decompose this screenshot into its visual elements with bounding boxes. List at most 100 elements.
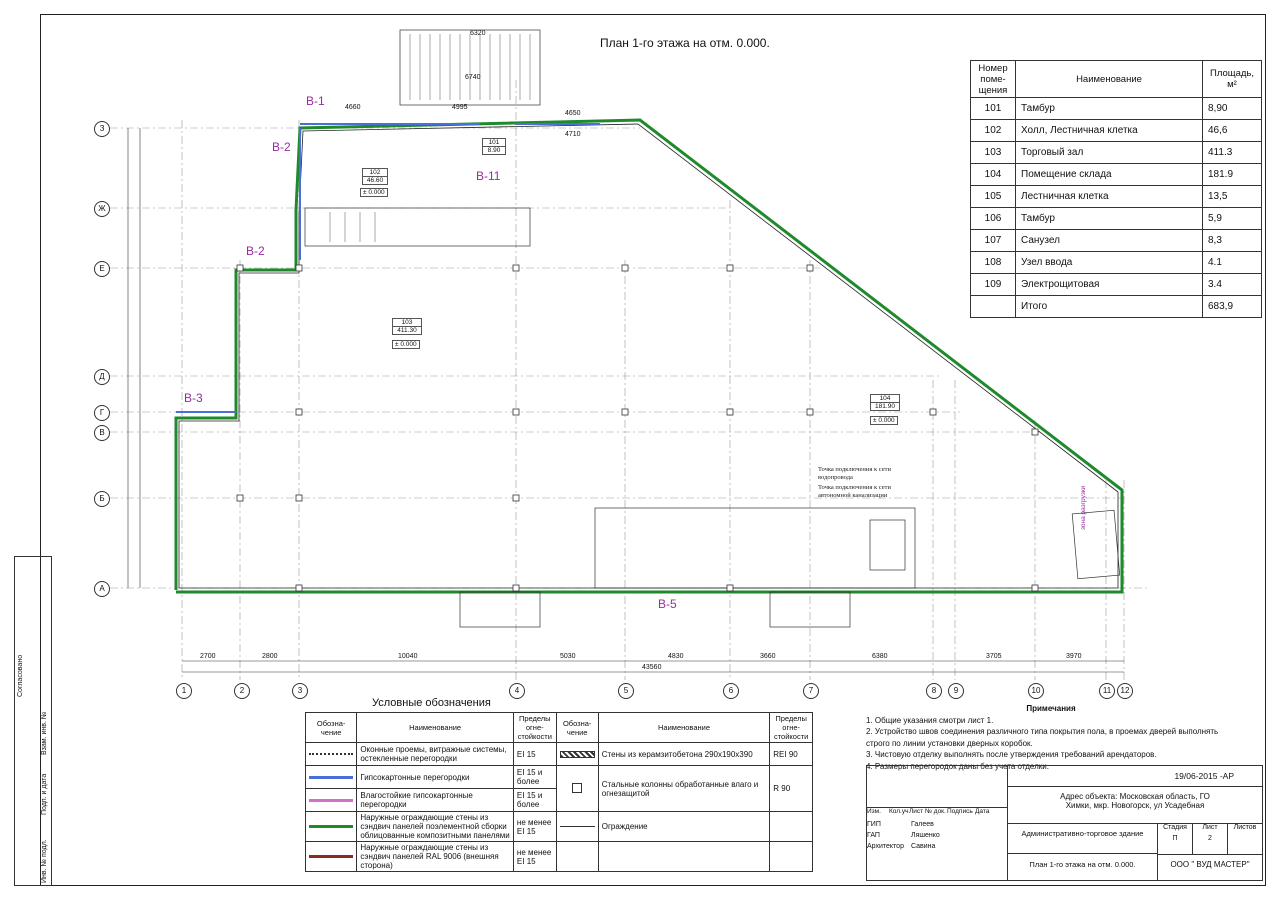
dim-total: 43560 (642, 664, 662, 671)
object-address: Адрес объекта: Московская область, ГО Хи… (1007, 786, 1262, 824)
stamp-cols: Изм. Кол.уч Лист № док. Подпись Дата (867, 807, 1007, 818)
axis-A: А (94, 581, 110, 597)
room-104-marker: 104 181.90 (870, 394, 900, 411)
mark-v11: В-11 (476, 169, 501, 183)
axis-B: Б (94, 491, 110, 507)
partitions (176, 123, 600, 413)
dim-top-4: 4995 (452, 104, 468, 111)
axis-3: 3 (292, 683, 308, 699)
legend-row: Оконные проемы, витражные системы, остек… (304, 742, 813, 766)
axis-Z: З (94, 121, 110, 137)
rooms-header-num: Номер поме-щения (970, 60, 1016, 98)
axis-6: 6 (723, 683, 739, 699)
side-stamp: Согласовано Взам. инв. № Подп. и дата Ин… (14, 556, 52, 886)
room-103-marker: 103 411.30 (392, 318, 422, 335)
side-replacement: Взам. инв. № (41, 711, 48, 755)
side-signature: Подп. и дата (41, 773, 48, 815)
axis-8: 8 (926, 683, 942, 699)
side-inventory: Инв. № подл. (41, 839, 48, 883)
axis-V: В (94, 425, 110, 441)
note-item: 1. Общие указания смотри лист 1. (866, 715, 994, 725)
room-103-elev: ± 0.000 (392, 340, 420, 349)
dim-bottom-3: 10040 (398, 653, 418, 660)
connection-note-sewer: Точка подключения к сети автономной кана… (818, 484, 891, 499)
axis-D: Д (94, 369, 110, 385)
dim-top-6: 4710 (565, 131, 581, 138)
mark-v1: В-1 (306, 94, 325, 108)
axis-4: 4 (509, 683, 525, 699)
axis-12: 12 (1117, 683, 1133, 699)
notes: Примечания 1. Общие указания смотри лист… (866, 703, 1236, 772)
connection-note-water: Точка подключения к сети водопровода (818, 466, 891, 481)
axis-5: 5 (618, 683, 634, 699)
axis-9: 9 (948, 683, 964, 699)
axis-2: 2 (234, 683, 250, 699)
note-item: 2. Устройство швов соединения различного… (866, 727, 1219, 748)
dim-bottom-4: 5030 (560, 653, 576, 660)
legend-table: Обозна-чение Наименование Пределы огне-с… (304, 712, 813, 872)
fence-symbol (559, 826, 595, 827)
window-symbol (309, 753, 354, 755)
project-code: 19/06-2015 -АР (1007, 766, 1262, 787)
legend-title: Условные обозначения (372, 697, 491, 709)
plan-title: План 1-го этажа на отм. 0.000. (600, 36, 770, 50)
rooms-table-header: Номер поме-щения Наименование Площадь, м… (970, 60, 1262, 98)
room-104-elev: ± 0.000 (870, 416, 898, 425)
block-wall-symbol (559, 750, 595, 758)
axis-11: 11 (1099, 683, 1115, 699)
company-name: ООО " ВУД МАСТЕР" (1157, 854, 1262, 880)
room-102-elev: ± 0.000 (360, 188, 388, 197)
dim-bottom-1: 2700 (200, 653, 216, 660)
legend-row: Влагостойкие гипсокартонные перегородки … (304, 788, 813, 812)
dim-bottom-7: 6380 (872, 653, 888, 660)
building-name: Административно-торговое здание (1007, 824, 1157, 854)
axis-1: 1 (176, 683, 192, 699)
dim-bottom-9: 3970 (1066, 653, 1082, 660)
column-symbol (572, 782, 583, 793)
dim-top-1: 6320 (470, 30, 486, 37)
axis-7: 7 (803, 683, 819, 699)
legend-row: Наружные ограждающие стены из сэндвич па… (304, 841, 813, 872)
mark-v2-bottom: В-2 (246, 244, 265, 258)
sheet-title: План 1-го этажа на отм. 0.000. (1007, 854, 1157, 880)
axis-10: 10 (1028, 683, 1044, 699)
dim-bottom-8: 3705 (986, 653, 1002, 660)
mark-v2-top: В-2 (272, 140, 291, 154)
dim-bottom-6: 3660 (760, 653, 776, 660)
notes-title: Примечания (1026, 704, 1076, 713)
note-item: 3. Чистовую отделку выполнять после утве… (866, 750, 1157, 759)
room-102-marker: 102 46.60 (362, 168, 388, 185)
wet-partition-symbol (309, 798, 354, 802)
axis-Zh: Ж (94, 201, 110, 217)
unloading-zone-label: зона разгрузки (1080, 485, 1087, 530)
ral-wall-symbol (309, 855, 354, 858)
axis-G: Г (94, 405, 110, 421)
note-item: 4. Размеры перегородок даны без учета от… (866, 761, 1049, 771)
dim-bottom-5: 4830 (668, 653, 684, 660)
dim-top-3: 4660 (345, 104, 361, 111)
axis-E: Е (94, 261, 110, 277)
rooms-header-name: Наименование (1015, 60, 1203, 98)
dim-top-2: 6740 (465, 74, 481, 81)
room-101-marker: 101 8.90 (482, 138, 506, 155)
outer-wall (174, 118, 1124, 594)
partition-symbol (309, 775, 354, 779)
side-agreed: Согласовано (17, 654, 24, 697)
dim-bottom-2: 2800 (262, 653, 278, 660)
legend-row: Гипсокартонные перегородки EI 15 и более… (304, 765, 813, 812)
dim-top-5: 4650 (565, 110, 581, 117)
rooms-table: Номер поме-щения Наименование Площадь, м… (970, 60, 1262, 318)
mark-v3: В-3 (184, 391, 203, 405)
